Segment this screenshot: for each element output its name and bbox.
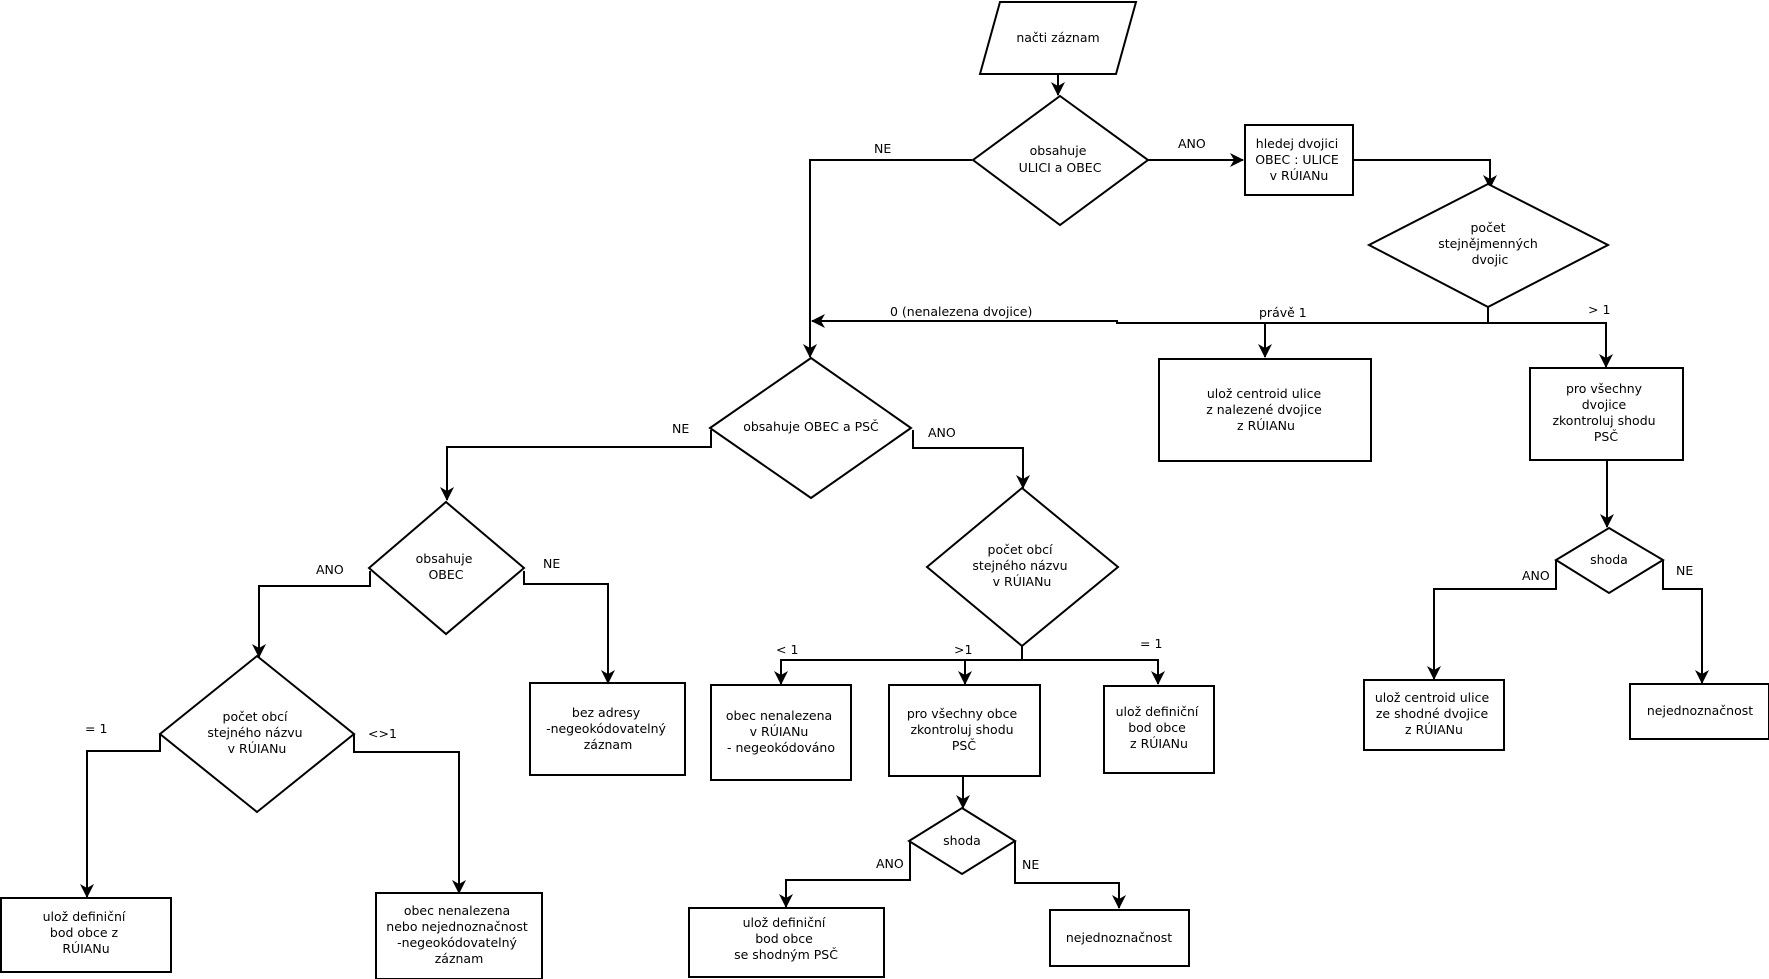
edge-labels: NE ANO 0 (nenalezena dvojice) právě 1 > …: [85, 136, 1693, 872]
box-nejednoznacnost-mid: [1049, 909, 1190, 967]
decision-pocet-obci-left: [158, 654, 356, 814]
node-shoda-right: shoda: [1590, 552, 1628, 567]
label-exactly-one: právě 1: [1259, 305, 1307, 320]
node-uloz-bod-psc: ulož definiční bod obce se shodným PSČ: [734, 915, 838, 962]
label-eq1-mid: = 1: [1140, 636, 1162, 651]
edge-ulice-obec-ne: [803, 159, 972, 358]
decision-pocet-dvojic: [1366, 182, 1611, 309]
node-nacti: načti záznam: [1016, 30, 1099, 45]
box-nejednoznacnost-right: [1629, 683, 1769, 740]
label-ne-obec: NE: [543, 556, 560, 571]
start-parallelogram: [978, 1, 1138, 75]
decision-shoda-mid: [907, 806, 1017, 876]
label-ano-shoda-right: ANO: [1522, 568, 1550, 583]
node-obec: obsahuje OBEC: [416, 551, 477, 582]
label-ano-shoda-mid: ANO: [876, 856, 904, 871]
edge-obec-psc-ne: [440, 430, 712, 501]
edge-pocet-obci-mid-eq1: [1022, 659, 1165, 685]
decision-obec-psc: [708, 356, 913, 500]
decision-shoda-right: [1554, 526, 1665, 595]
node-uloz-bod-mid: ulož definiční bod obce z RÚIANu: [1116, 704, 1203, 751]
box-uloz-bod-psc: [688, 907, 885, 978]
edge-obec-ne: [523, 571, 615, 684]
decision-obec: [367, 500, 526, 636]
box-bez-adresy: [529, 682, 686, 776]
label-ne-shoda-right: NE: [1676, 563, 1693, 578]
label-more-than-one: > 1: [1588, 302, 1610, 317]
edges: [80, 75, 1709, 909]
label-ne-obec-psc: NE: [672, 421, 689, 436]
edge-shoda-mid-ne: [1014, 841, 1126, 909]
label-zero-pairs: 0 (nenalezena dvojice): [890, 304, 1032, 319]
node-pro-vsechny-obce: pro všechny obce zkontroluj shodu PSČ: [907, 706, 1021, 753]
label-lt1-mid: < 1: [776, 642, 798, 657]
edge-more-than-one: [1488, 322, 1613, 368]
node-hledej: hledej dvojici OBEC : ULICE v RÚIANu: [1255, 136, 1343, 183]
edge-zero-pairs: [811, 314, 1488, 328]
edge-pocet-obci-mid-lt1: [774, 659, 1022, 685]
label-ne-top: NE: [874, 141, 891, 156]
node-pocet-obci-left: počet obcí stejného názvu v RÚIANu: [207, 709, 306, 756]
node-ulice-obec: obsahuje ULICI a OBEC: [1019, 143, 1102, 175]
node-bez-adresy: bez adresy -negeokódovatelný záznam: [546, 705, 670, 752]
edge-shoda-right-ano: [1427, 560, 1557, 680]
edge-obec-ano: [252, 571, 371, 658]
box-uloz-centroid: [1158, 358, 1372, 462]
label-ano-obec-psc: ANO: [928, 425, 956, 440]
node-obec-nenalezena-left: obec nenalezena nebo nejednoznačnost -ne…: [386, 903, 531, 966]
node-uloz-centroid-shodne: ulož centroid ulice ze shodné dvojice z …: [1375, 690, 1493, 737]
box-obec-nenalezena-left: [375, 892, 543, 979]
edge-obec-psc-ano: [912, 430, 1030, 489]
node-nejednoznacnost-right: nejednoznačnost: [1647, 703, 1753, 718]
decision-pocet-obci-mid: [925, 486, 1120, 648]
node-labels: načti záznam obsahuje ULICI a OBEC hlede…: [43, 30, 1754, 966]
label-ano-obec: ANO: [316, 562, 344, 577]
decision-ulice-obec: [971, 94, 1150, 227]
box-pro-vsechny-dvojice: [1529, 367, 1684, 461]
label-ne-shoda-mid: NE: [1022, 857, 1039, 872]
box-uloz-bod-left: [0, 897, 172, 973]
box-hledej-dvojici: [1244, 124, 1354, 196]
edge-shoda-mid-ano: [779, 841, 911, 908]
node-pocet-obci-mid: počet obcí stejného názvu v RÚIANu: [972, 542, 1071, 589]
node-uloz-centroid: ulož centroid ulice z nalezené dvojice z…: [1206, 386, 1326, 433]
node-obec-psc: obsahuje OBEC a PSČ: [743, 419, 879, 434]
edge-pocet-obci-left-eq1: [80, 734, 161, 898]
node-uloz-bod-left: ulož definiční bod obce z RÚIANu: [43, 909, 130, 956]
node-pocet-dvojic: počet stejnějmenných dvojic: [1438, 220, 1542, 267]
node-shoda-mid: shoda: [943, 833, 981, 848]
edge-hledej-to-pocet-dvojic: [1353, 159, 1497, 189]
box-obec-nenalezena-mid: [710, 684, 852, 781]
edge-pocet-obci-left-neq1: [353, 734, 466, 894]
box-uloz-centroid-shodne: [1363, 679, 1505, 751]
label-ano-top: ANO: [1178, 136, 1206, 151]
node-pro-vsechny-dvojice: pro všechny dvojice zkontroluj shodu PSČ: [1552, 381, 1659, 444]
label-eq1-left: = 1: [85, 721, 107, 736]
box-pro-vsechny-obce: [888, 684, 1041, 777]
label-neq1-left: <>1: [368, 726, 397, 741]
label-gt1-mid: >1: [954, 642, 972, 657]
edge-shoda-right-ne: [1662, 560, 1709, 684]
node-nejednoznacnost-mid: nejednoznačnost: [1066, 930, 1172, 945]
box-uloz-bod-mid: [1103, 685, 1215, 774]
node-obec-nenalezena-mid: obec nenalezena v RÚIANu - negeokódováno: [726, 708, 836, 755]
